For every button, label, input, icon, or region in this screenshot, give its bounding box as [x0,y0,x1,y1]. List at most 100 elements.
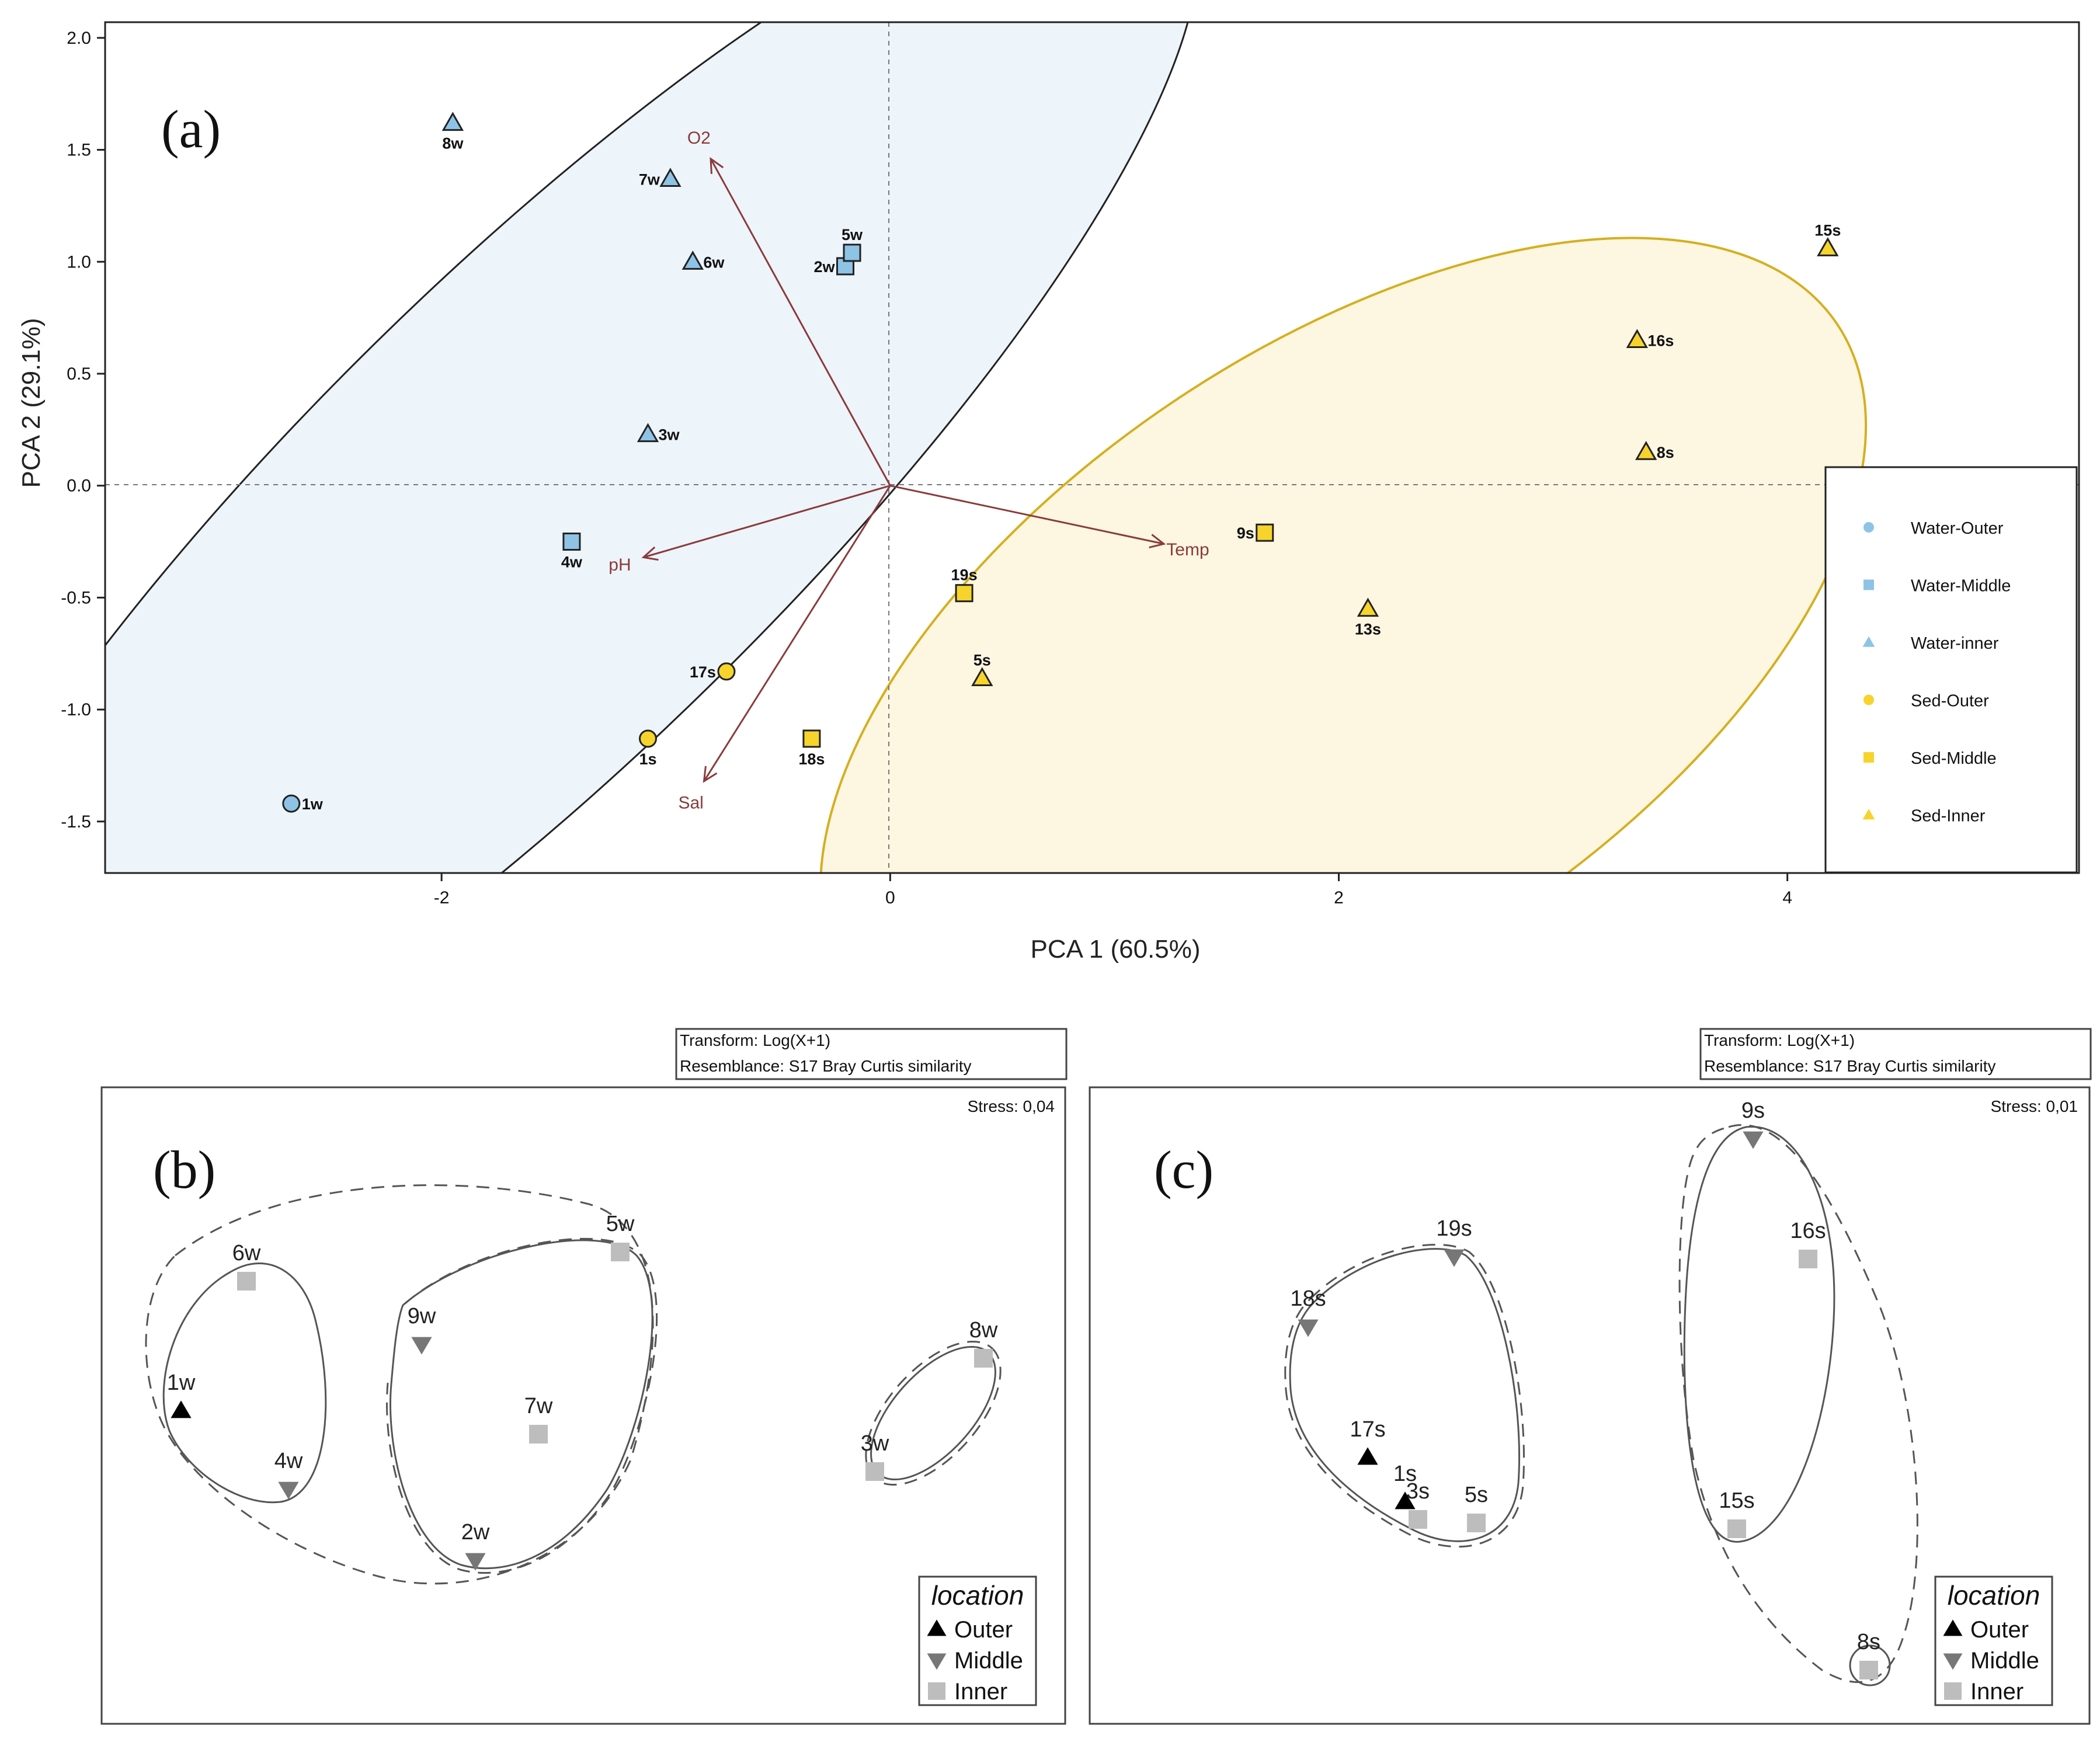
mds-point-label: 2w [461,1520,490,1545]
mds-legend-marker-outer [1943,1619,1963,1636]
mds-point-label: 8w [969,1318,998,1342]
mds-b-stress: Stress: 0,04 [968,1097,1055,1115]
pca-legend-label: Water-Outer [1911,519,2004,538]
mds-point-marker-middle [1298,1319,1319,1337]
pca-plot-frame [104,21,2080,874]
y-tick-label: 0.0 [67,477,91,496]
mds-point-label: 6w [232,1241,261,1265]
pca-point-marker [802,729,821,748]
loading-vector-arrowhead [641,546,659,561]
pca-point-marker [717,662,736,681]
mds-point-marker-middle [1444,1249,1465,1267]
mds-c-note-box [1699,1028,2092,1080]
pca-point-label: 2w [813,258,835,276]
mds-point-label: 9s [1741,1098,1765,1123]
mds-c-cluster-2-dashed [1678,1124,1918,1684]
sediment-group-ellipse [819,236,1868,873]
mds-point-marker-inner [865,1462,884,1481]
mds-legend-marker-inner [1944,1682,1962,1700]
mds-legend-marker-inner [928,1682,945,1700]
pca-point-marker [971,667,993,686]
pca-point-label: 13s [1355,621,1381,638]
loading-vector-arrowhead [703,766,718,783]
pca-point-marker [682,251,704,270]
pca-point-label: 8w [442,135,464,152]
mds-legend-marker-middle [1943,1653,1963,1670]
mds-legend-label: Middle [954,1648,1023,1674]
mds-b-cluster-1 [162,1262,327,1504]
pca-legend-label: Water-inner [1911,634,1999,653]
mds-point-label: 18s [1290,1286,1326,1311]
pca-point-marker [637,423,659,443]
mds-point-label: 19s [1436,1216,1472,1241]
pca-point-label: 18s [798,750,825,768]
mds-point-marker-outer [171,1400,192,1418]
pca-point-marker [1357,597,1379,617]
x-tick-label: 4 [1782,888,1792,907]
y-tick-label: -0.5 [61,588,91,607]
mds-point-marker-inner [237,1272,256,1291]
pca-point-marker [441,112,464,131]
y-tick-label: 2.0 [67,29,91,48]
y-tick-label: -1.0 [61,700,91,719]
mds-c-frame [1089,1086,2091,1725]
panel-tag-b: (b) [153,1140,215,1199]
panel-tag-c: (c) [1154,1140,1214,1199]
mds-point-marker-inner [529,1425,548,1444]
mds-point-marker-inner [1859,1661,1878,1679]
mds-point-label: 15s [1719,1488,1754,1513]
pca-point-label: 1s [639,750,656,768]
x-tick-label: -2 [434,888,450,907]
mds-point-label: 8s [1857,1630,1880,1654]
mds-point-label: 1w [167,1371,196,1395]
pca-legend: Water-OuterWater-MiddleWater-innerSed-Ou… [1824,466,2078,874]
legend-marker-square [1863,579,1874,590]
pca-point-marker [955,584,973,603]
mds-point-marker-outer [1357,1447,1378,1465]
y-tick-label: 1.5 [67,141,91,160]
pca-point-marker [1626,329,1649,349]
mds-c-cluster-3 [1849,1644,1891,1686]
pca-point-marker [659,168,682,187]
y-tick-label: 0.5 [67,364,91,384]
mds-point-label: 1s [1393,1462,1417,1486]
mds-b-cluster-2 [390,1239,653,1570]
pca-y-axis-label: PCA 2 (29.1%) [17,318,46,488]
pca-legend-label: Sed-Inner [1911,807,1986,826]
mds-legend-title: location [931,1580,1024,1611]
loading-vector [703,485,891,782]
mds-point-label: 5w [606,1212,635,1236]
pca-point-label: 7w [639,171,660,188]
water-group-ellipse [105,22,1199,873]
pca-point-marker [282,794,301,813]
pca-point-label: 5w [842,226,863,244]
mds-point-marker-middle [1743,1131,1764,1149]
pca-x-axis-label: PCA 1 (60.5%) [1030,935,1200,964]
loading-vector-arrowhead [710,156,724,174]
pca-point-label: 6w [703,253,725,271]
loading-vector-label: O2 [687,128,711,148]
mds-point-marker-inner [1799,1250,1817,1268]
mds-c-resemblance: Resemblance: S17 Bray Curtis similarity [1704,1057,1996,1075]
mds-c-cluster-outlines [1284,1124,1918,1686]
pca-point-label: 5s [973,651,991,669]
mds-b-cluster-outlines [145,1184,1002,1585]
legend-marker-triangle [1862,636,1875,647]
mds-b-note-box [675,1028,1068,1080]
mds-point-marker-inner [1467,1514,1486,1532]
mds-point-marker-middle [411,1337,432,1355]
loading-vector-label: Sal [678,793,703,812]
mds-c-cluster-2 [1683,1126,1835,1543]
pca-point-label: 1w [302,795,324,813]
mds-legend-box [1934,1575,2053,1706]
pca-point-marker [1256,523,1274,542]
mds-b-transform: Transform: Log(X+1) [680,1031,830,1049]
mds-panel-water: Transform: Log(X+1) Resemblance: S17 Bra… [100,1028,1068,1725]
mds-c-transform: Transform: Log(X+1) [1704,1031,1855,1049]
mds-point-marker-inner [1409,1510,1427,1529]
pca-point-label: 17s [690,663,716,681]
mds-point-marker-middle [278,1481,299,1500]
pca-point-label: 19s [951,566,978,584]
legend-marker-circle [1863,694,1874,705]
